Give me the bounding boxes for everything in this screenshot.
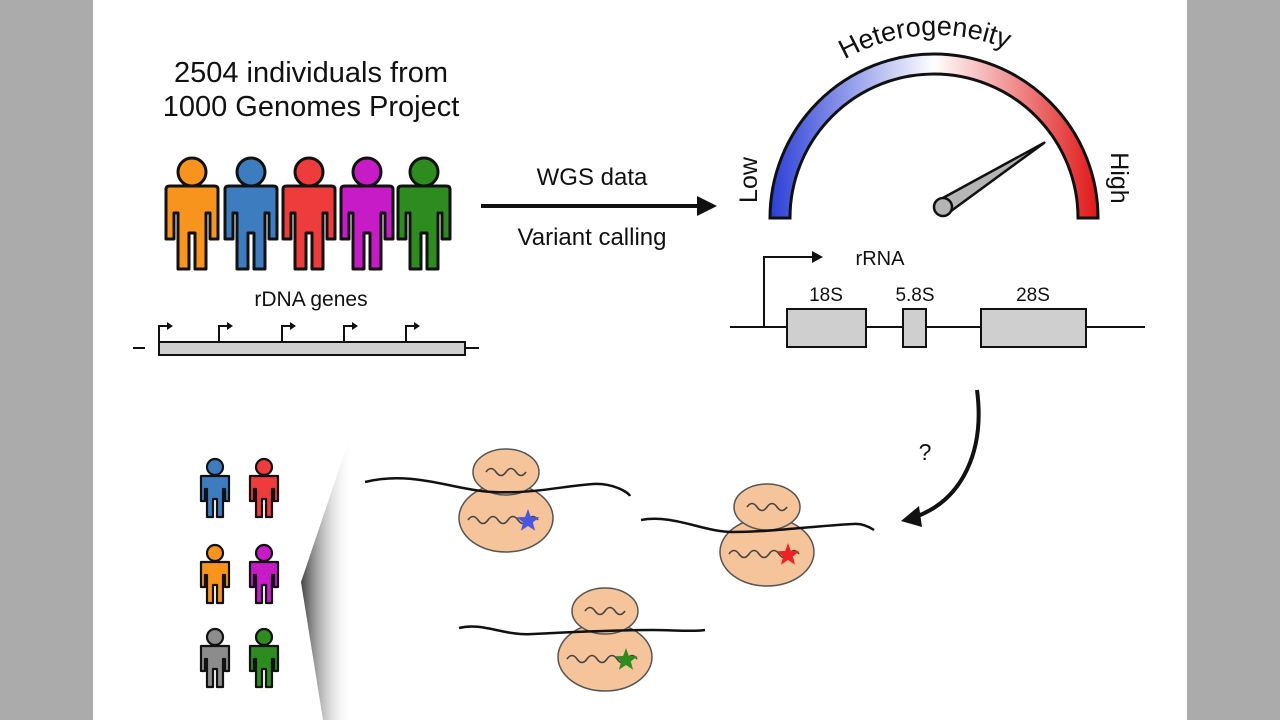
population-figures [164,156,452,271]
mrna-strand [640,517,875,534]
gauge-low-label: Low [735,156,763,203]
individual-figures [199,457,280,689]
small-person-icon [199,457,231,519]
rrna-label: rRNA [856,248,906,270]
segment-5-8s [902,308,927,348]
rdna-label: rDNA genes [254,288,367,311]
segment-18s [786,308,867,348]
promoter-arrow [343,325,354,342]
workflow-arrow [481,196,717,216]
variant-star-icon [776,543,800,565]
person-icon [339,156,395,271]
small-person-icon [248,457,280,519]
variant-star-icon [516,509,540,531]
promoter-arrow [281,325,292,342]
person-icon [164,156,220,271]
title-line-2: 1000 Genomes Project [163,91,460,123]
segment-label-18s: 18S [809,285,843,306]
gauge-needle [932,141,1046,218]
person-icon [396,156,452,271]
small-person-icon [199,543,231,605]
ribosomes [364,448,875,692]
ribosome [458,587,706,692]
gauge-high-label: High [1105,152,1133,203]
person-icon [281,156,337,271]
graphical-abstract: 2504 individuals from 1000 Genomes Proje… [133,11,1145,720]
small-person-icon [199,627,231,689]
rrna-gene-diagram: rRNA 18S 5.8S 28S [730,248,1145,348]
ribosome [364,448,632,553]
promoter-arrow [158,325,169,342]
question-mark: ? [919,439,932,465]
variant-star-icon [614,648,638,670]
small-person-icon [248,627,280,689]
mrna-strand [364,476,632,497]
promoter-arrow [218,325,229,342]
curved-arrow [901,389,981,527]
arrow-label-top: WGS data [537,164,648,191]
rdna-array [133,322,479,356]
figure-canvas: 2504 individuals from 1000 Genomes Proje… [93,0,1187,720]
zoom-cone [301,428,353,720]
small-person-icon [248,543,280,605]
segment-label-28s: 28S [1016,285,1050,306]
arrow-label-bottom: Variant calling [518,224,667,251]
promoter-arrow [405,325,416,342]
segment-28s [980,308,1087,348]
mrna-strand [458,625,706,636]
rdna-promoter-arrows [158,322,420,342]
ribosome [640,483,875,587]
title-line-1: 2504 individuals from [174,57,448,89]
segment-label-5-8s: 5.8S [895,285,934,306]
heterogeneity-gauge: Heterogeneity Low High [735,11,1133,220]
person-icon [223,156,279,271]
